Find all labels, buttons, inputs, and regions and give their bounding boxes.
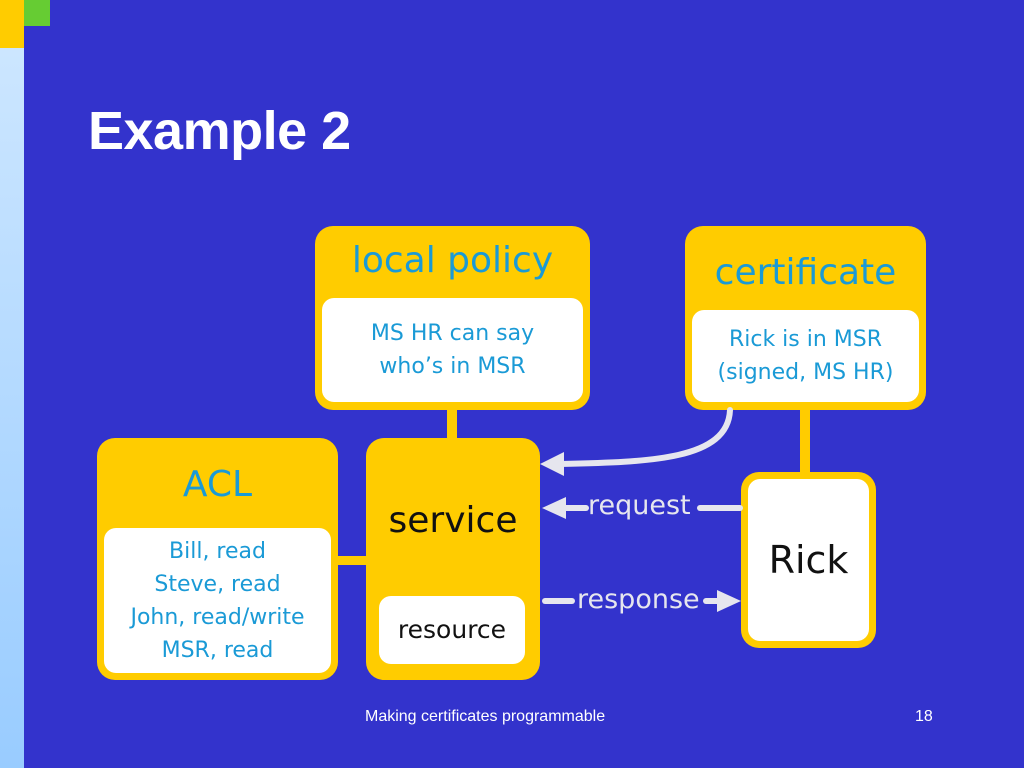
resource-label: resource [397,615,507,645]
corner-square-yellow [0,0,24,26]
rick-box: Rick [741,472,876,648]
left-edge-strip [0,48,24,768]
service-title: service [388,500,518,541]
rick-label: Rick [768,537,849,582]
slide-title: Example 2 [88,101,351,161]
request-label: request [588,490,691,521]
certificate-title: certificate [714,252,897,293]
acl-entry: John, read/write [130,604,305,630]
acl-to-service-connector [334,556,370,565]
page-number: 18 [915,708,933,725]
response-label: response [577,584,700,615]
acl-title: ACL [182,464,253,505]
local-policy-box: local policy MS HR can say who’s in MSR [315,226,590,410]
corner-square-green [24,0,50,26]
acl-list: Bill, read Steve, read John, read/write … [104,528,331,673]
service-box: service resource [366,438,540,680]
response-arrow-head [717,590,741,612]
footer-text: Making certificates programmable [365,708,606,725]
acl-entry: Bill, read [169,538,266,564]
rick-content: Rick [748,479,869,641]
acl-entry: Steve, read [154,571,281,597]
request-arrow-head [542,497,566,519]
certificate-to-service-arrow [557,407,733,467]
certificate-arrow-head [540,452,564,476]
corner-square-yellow-2 [0,26,24,48]
certificate-line-1: Rick is in MSR [728,327,883,352]
acl-box: ACL Bill, read Steve, read John, read/wr… [97,438,338,680]
certificate-box: certificate Rick is in MSR (signed, MS H… [685,226,926,410]
local-policy-content: MS HR can say who’s in MSR [322,298,583,402]
resource-box: resource [379,596,525,664]
certificate-line-2: (signed, MS HR) [717,360,894,385]
local-policy-line-2: who’s in MSR [379,354,526,379]
local-policy-title: local policy [351,240,554,281]
policy-to-service-connector [447,405,457,445]
certificate-content: Rick is in MSR (signed, MS HR) [692,310,919,402]
acl-entry: MSR, read [161,637,274,663]
certificate-to-rick-connector [800,405,810,477]
local-policy-line-1: MS HR can say [370,321,535,346]
